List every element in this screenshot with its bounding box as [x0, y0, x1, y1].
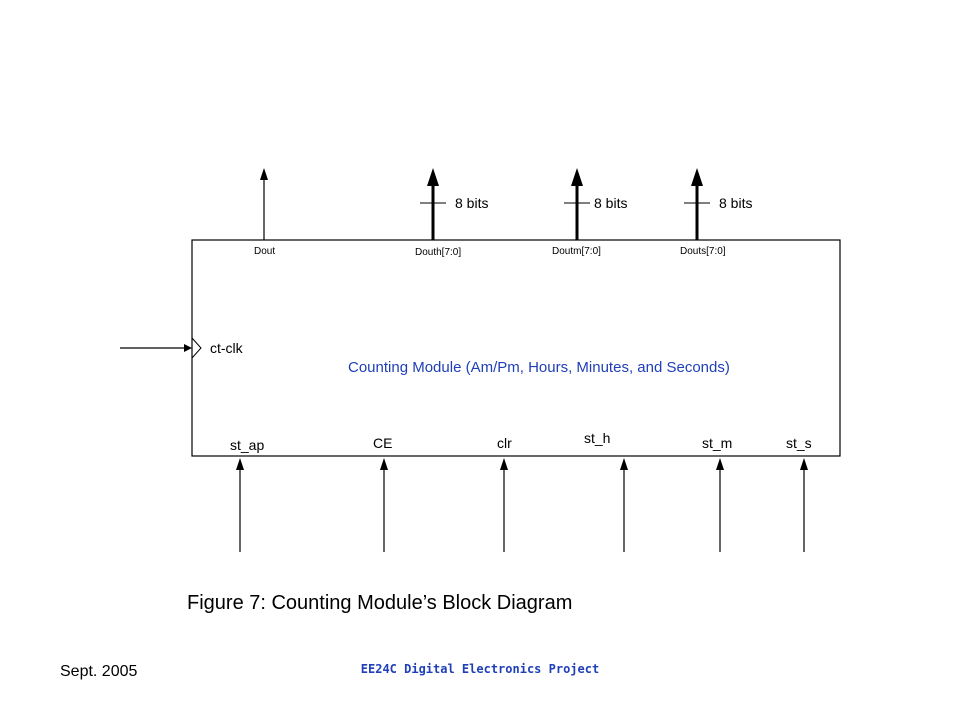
clr-label: clr [497, 435, 512, 451]
footer-project-title: EE24C Digital Electronics Project [360, 662, 600, 676]
st-h-label: st_h [584, 430, 610, 446]
dout-label: Dout [254, 246, 275, 257]
douth-bus-width-label: 8 bits [455, 195, 488, 211]
clock-edge-symbol [191, 337, 202, 359]
douth-bus-arrowhead [427, 168, 439, 186]
doutm-bus-width-label: 8 bits [594, 195, 627, 211]
figure-caption: Figure 7: Counting Module’s Block Diagra… [187, 592, 573, 614]
clock-input-arrowhead [184, 344, 192, 352]
counting-module-box [191, 239, 841, 457]
st-h-input-arrowhead [620, 458, 628, 470]
ce-label: CE [373, 435, 392, 451]
doutm-label: Doutm[7:0] [552, 246, 601, 257]
dout-output-arrowhead [260, 168, 268, 180]
footer-date: Sept. 2005 [60, 663, 138, 680]
st-s-label: st_s [786, 435, 812, 451]
clr-input-arrowhead [500, 458, 508, 470]
st-ap-input-arrowhead [236, 458, 244, 470]
st-ap-label: st_ap [230, 437, 264, 453]
doutm-bus-arrowhead [571, 168, 583, 186]
douts-bus-arrowhead [691, 168, 703, 186]
douts-label: Douts[7:0] [680, 246, 726, 257]
module-title: Counting Module (Am/Pm, Hours, Minutes, … [348, 359, 730, 376]
ce-input-arrowhead [380, 458, 388, 470]
douth-label: Douth[7:0] [415, 247, 461, 258]
st-m-input-arrowhead [716, 458, 724, 470]
st-s-input-arrowhead [800, 458, 808, 470]
douts-bus-width-label: 8 bits [719, 195, 752, 211]
clock-label: ct-clk [210, 340, 244, 356]
st-m-label: st_m [702, 435, 732, 451]
